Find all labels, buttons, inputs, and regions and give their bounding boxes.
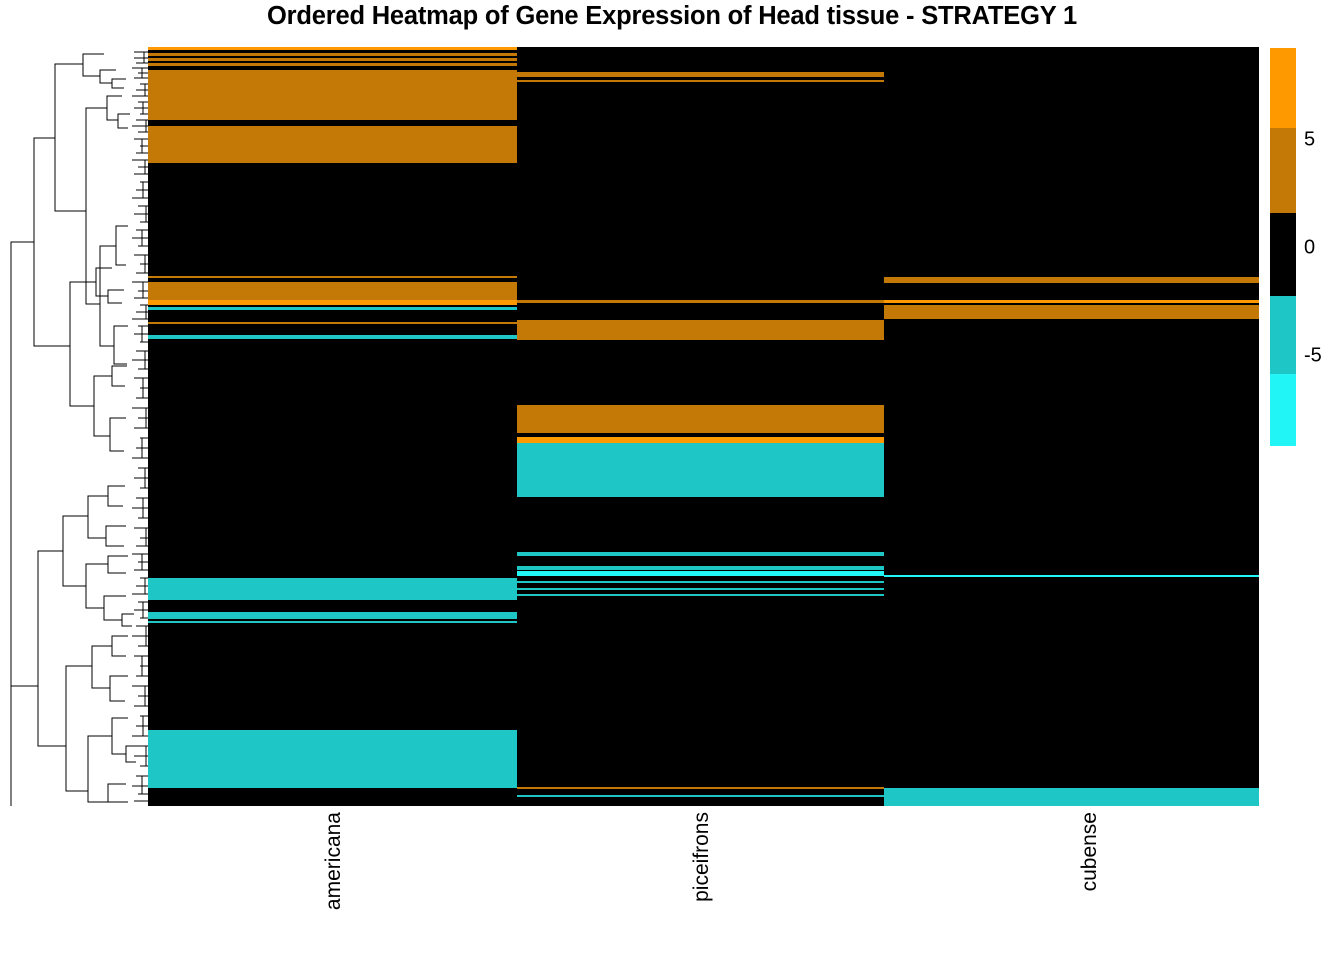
heatmap-cell	[517, 437, 884, 443]
legend-color-band	[1270, 296, 1296, 374]
heatmap-cell	[148, 63, 517, 66]
legend-tick-label: -5	[1304, 344, 1322, 367]
heatmap-cell	[148, 70, 517, 120]
heatmap-cell	[148, 578, 517, 600]
heatmap-cell	[517, 300, 884, 303]
legend-color-band	[1270, 48, 1296, 128]
heatmap-cell	[517, 405, 884, 433]
heatmap-cell	[884, 575, 1259, 577]
legend-tick-label: 0	[1304, 236, 1316, 259]
heatmap-cell	[148, 612, 517, 619]
heatmap-cell	[517, 571, 884, 576]
heatmap-cell	[517, 320, 884, 340]
heatmap-cell	[517, 594, 884, 596]
heatmap-cell	[148, 276, 517, 278]
heatmap-cell	[148, 730, 517, 788]
heatmap-cell	[884, 788, 1259, 806]
heatmap-cell	[517, 588, 884, 590]
heatmap-grid	[148, 47, 1259, 806]
heatmap-cell	[517, 552, 884, 556]
heatmap-cell	[884, 305, 1259, 319]
heatmap-cell	[884, 277, 1259, 283]
heatmap-cell	[148, 58, 517, 61]
heatmap-cell	[148, 322, 517, 324]
legend-color-band	[1270, 128, 1296, 213]
heatmap-cell	[517, 787, 884, 789]
legend-tick-label: 5	[1304, 128, 1316, 151]
heatmap-cell	[148, 282, 517, 300]
heatmap-cell	[148, 621, 517, 623]
legend-color-band	[1270, 213, 1296, 296]
heatmap-cell	[884, 300, 1259, 303]
heatmap-cell	[517, 72, 884, 77]
column-label-piceifrons: piceifrons	[690, 812, 713, 902]
column-label-cubense: cubense	[1078, 812, 1101, 892]
heatmap-cell	[517, 566, 884, 570]
color-scale-legend: 5 0 -5	[1270, 48, 1322, 446]
heatmap-cell	[517, 581, 884, 583]
dendrogram-svg	[10, 51, 148, 806]
heatmap-cell	[148, 335, 517, 339]
heatmap-cell	[517, 443, 884, 497]
heatmap-cell	[517, 80, 884, 82]
heatmap-cell	[148, 307, 517, 310]
page-title: Ordered Heatmap of Gene Expression of He…	[267, 2, 1077, 30]
heatmap-cell	[148, 53, 517, 56]
heatmap-cell	[517, 795, 884, 797]
heatmap-cell	[148, 300, 517, 305]
column-label-americana: americana	[322, 812, 345, 911]
row-dendrogram	[8, 46, 148, 806]
heatmap-cell	[148, 47, 517, 50]
legend-color-band	[1270, 374, 1296, 446]
heatmap-cell	[148, 126, 517, 163]
